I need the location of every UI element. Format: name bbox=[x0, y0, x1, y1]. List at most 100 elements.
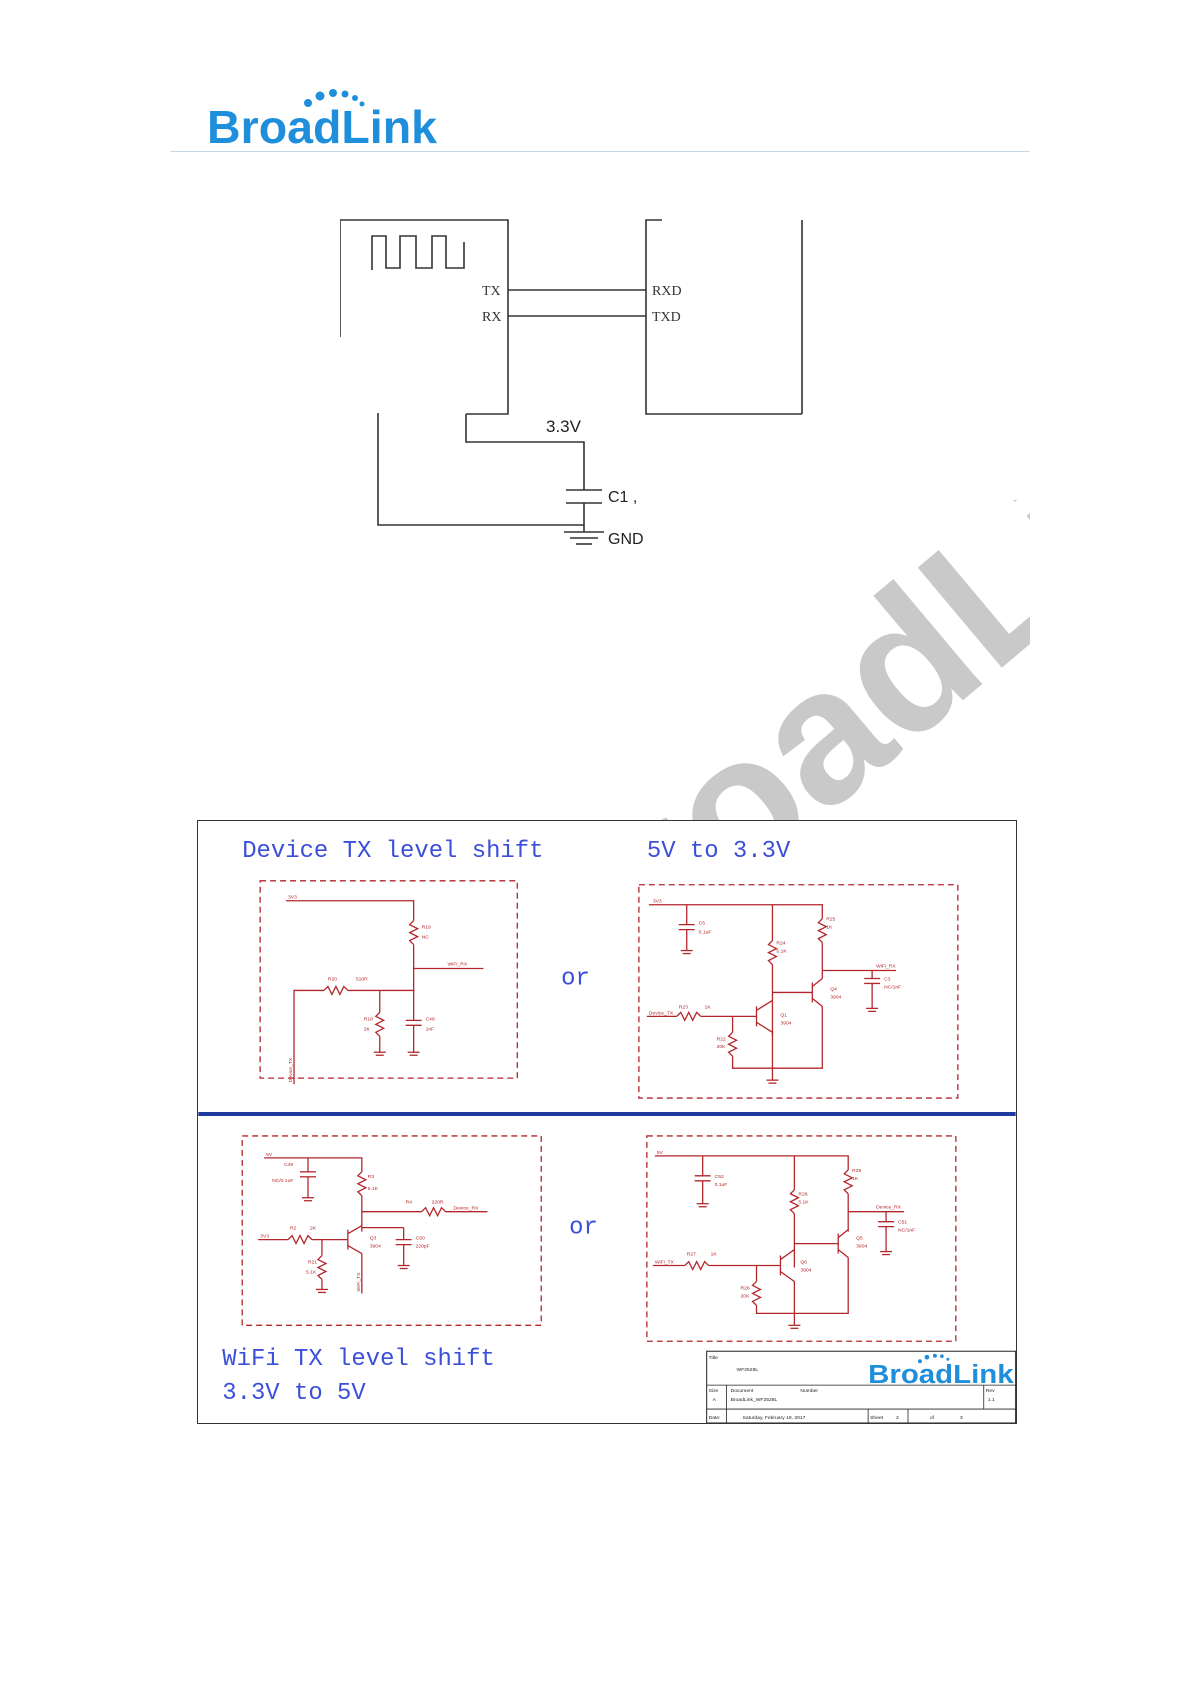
resistor-r18 bbox=[374, 1011, 386, 1037]
label-tl-nc: NC bbox=[422, 935, 430, 941]
resistor-r24 bbox=[767, 940, 778, 965]
title-block: Title WF2528L Size A Document Number Bro… bbox=[706, 1350, 1016, 1423]
device-outline bbox=[645, 219, 802, 415]
label-tr-r25: R25 bbox=[826, 917, 835, 923]
broadlink-logo: BroadLink bbox=[207, 89, 437, 153]
label-br-r28: R28 bbox=[798, 1192, 807, 1198]
label-tl-r20: R20 bbox=[328, 976, 337, 982]
resistor-r22 bbox=[727, 1031, 739, 1057]
watermark-text: BroadLink bbox=[560, 500, 1030, 830]
capacitor-label: C1 , bbox=[608, 489, 637, 506]
label-br-1k-b: 1K bbox=[711, 1252, 718, 1258]
module-pin-tx: TX bbox=[482, 284, 501, 299]
device-tx-title: Device TX level shift bbox=[242, 838, 543, 865]
resistor-r3 bbox=[356, 1171, 368, 1197]
size-label: Size bbox=[709, 1388, 719, 1394]
antenna-trace-icon bbox=[371, 235, 465, 270]
label-br-1k: 1K bbox=[852, 1176, 859, 1182]
date-label: Date: bbox=[709, 1415, 721, 1421]
number-label: Number bbox=[800, 1388, 818, 1394]
label-tr-wifi-rx: WiFi_RX bbox=[876, 964, 896, 970]
label-tr-nc-1nf: NC/1nF bbox=[884, 984, 901, 990]
circuit-top-left bbox=[286, 900, 484, 1085]
resistor-r20 bbox=[323, 985, 349, 996]
label-tl-c48: C48 bbox=[426, 1016, 435, 1022]
label-bl-r21: R21 bbox=[308, 1260, 317, 1266]
resistor-r2 bbox=[287, 1234, 313, 1246]
label-tr-q1: Q1 bbox=[780, 1012, 787, 1018]
label-br-c52: C52 bbox=[715, 1174, 724, 1180]
size-value: A bbox=[713, 1397, 717, 1403]
label-br-r27: R27 bbox=[687, 1252, 696, 1258]
label-tr-0-1uf: 0.1uF bbox=[699, 930, 712, 936]
document-label: Document bbox=[731, 1388, 754, 1394]
label-tr-device-tx: Device_TX bbox=[649, 1010, 674, 1016]
label-br-nc-1nf: NC/1nF bbox=[898, 1228, 915, 1234]
document-value: BroadLink_WF2528L bbox=[731, 1397, 778, 1403]
label-bl-r4: R4 bbox=[406, 1200, 413, 1206]
label-tr-1k: 1K bbox=[826, 925, 833, 931]
label-bl-r2: R2 bbox=[290, 1226, 297, 1232]
label-br-device-rx: Device_RX bbox=[876, 1205, 902, 1211]
title-block-logo-text: BroadLink bbox=[868, 1361, 1014, 1389]
watermark: BroadLink bbox=[560, 500, 1030, 830]
device-tx-range: 5V to 3.3V bbox=[647, 838, 791, 865]
sheet-value: 2 bbox=[896, 1415, 899, 1421]
wifi-tx-range: 3.3V to 5V bbox=[222, 1380, 366, 1407]
rev-label: Rev bbox=[986, 1388, 995, 1394]
date-value: Saturday, February 18, 2017 bbox=[743, 1415, 806, 1421]
title-block-logo: BroadLink bbox=[868, 1353, 1014, 1389]
label-tr-1k-b: 1K bbox=[705, 1004, 712, 1010]
wifi-module-outline bbox=[340, 219, 509, 415]
label-bl-2k: 2K bbox=[310, 1226, 317, 1232]
label-bl-c49: C49 bbox=[284, 1162, 293, 1168]
label-br-5-1k: 5.1K bbox=[798, 1200, 809, 1206]
label-bl-220r: 220R bbox=[432, 1200, 444, 1206]
label-bl-c50: C50 bbox=[416, 1236, 425, 1242]
label-br-0-1uf: 0.1uF bbox=[715, 1182, 728, 1188]
module-pin-rx: RX bbox=[482, 310, 501, 325]
or-label-bottom: or bbox=[569, 1215, 598, 1242]
resistor-r21 bbox=[316, 1255, 328, 1280]
resistor-r26 bbox=[751, 1281, 762, 1306]
label-bl-wifi-tx: WiFi_TX bbox=[356, 1272, 362, 1292]
circuit-bottom-right bbox=[652, 1155, 905, 1329]
label-tr-r22: R22 bbox=[717, 1036, 726, 1042]
label-tr-r23: R23 bbox=[679, 1004, 688, 1010]
label-bl-3904: 3904 bbox=[370, 1244, 381, 1250]
label-tl-3v3: 3V3 bbox=[288, 895, 297, 901]
rev-value: 1.1 bbox=[988, 1397, 995, 1403]
label-br-5v: 5V bbox=[657, 1150, 664, 1156]
label-br-r29: R29 bbox=[852, 1168, 861, 1174]
circuit-box-top-right bbox=[638, 884, 959, 1099]
label-tr-20k: 20K bbox=[717, 1044, 727, 1050]
title-value: WF2528L bbox=[737, 1367, 759, 1373]
label-tl-r19: R19 bbox=[422, 925, 431, 931]
label-br-q5: Q5 bbox=[856, 1236, 863, 1242]
ground-label: GND bbox=[608, 531, 644, 548]
label-tr-q4: Q4 bbox=[830, 986, 837, 992]
header-divider bbox=[170, 151, 1030, 152]
label-br-3904-a: 3904 bbox=[856, 1244, 867, 1250]
supply-wire bbox=[465, 414, 585, 490]
label-br-r26: R26 bbox=[741, 1285, 750, 1291]
label-bl-device-rx: Device_RX bbox=[454, 1206, 480, 1212]
level-shift-schematic: Device TX level shift 5V to 3.3V or or W… bbox=[197, 820, 1017, 1424]
device-pin-rxd: RXD bbox=[652, 284, 682, 299]
resistor-r27 bbox=[684, 1260, 710, 1271]
label-br-20k: 20K bbox=[741, 1293, 751, 1299]
resistor-r19 bbox=[408, 920, 420, 946]
label-tr-3904-b: 3904 bbox=[780, 1020, 791, 1026]
title-label: Title bbox=[709, 1355, 718, 1361]
label-tl-wifi-rx: WiFi_RX bbox=[448, 962, 468, 968]
label-bl-220pf: 220pF bbox=[416, 1244, 430, 1250]
label-tr-3904-a: 3904 bbox=[830, 994, 841, 1000]
resistor-r29 bbox=[842, 1169, 854, 1195]
label-br-q6: Q6 bbox=[800, 1260, 807, 1266]
label-bl-5v: 5V bbox=[266, 1152, 273, 1158]
resistor-r23 bbox=[676, 1010, 702, 1022]
wifi-tx-title: WiFi TX level shift bbox=[222, 1346, 495, 1373]
supply-label: 3.3V bbox=[546, 417, 582, 436]
label-bl-nc-0-1uf: NC/0.1uF bbox=[272, 1178, 293, 1184]
label-tr-c5: C5 bbox=[699, 921, 706, 927]
